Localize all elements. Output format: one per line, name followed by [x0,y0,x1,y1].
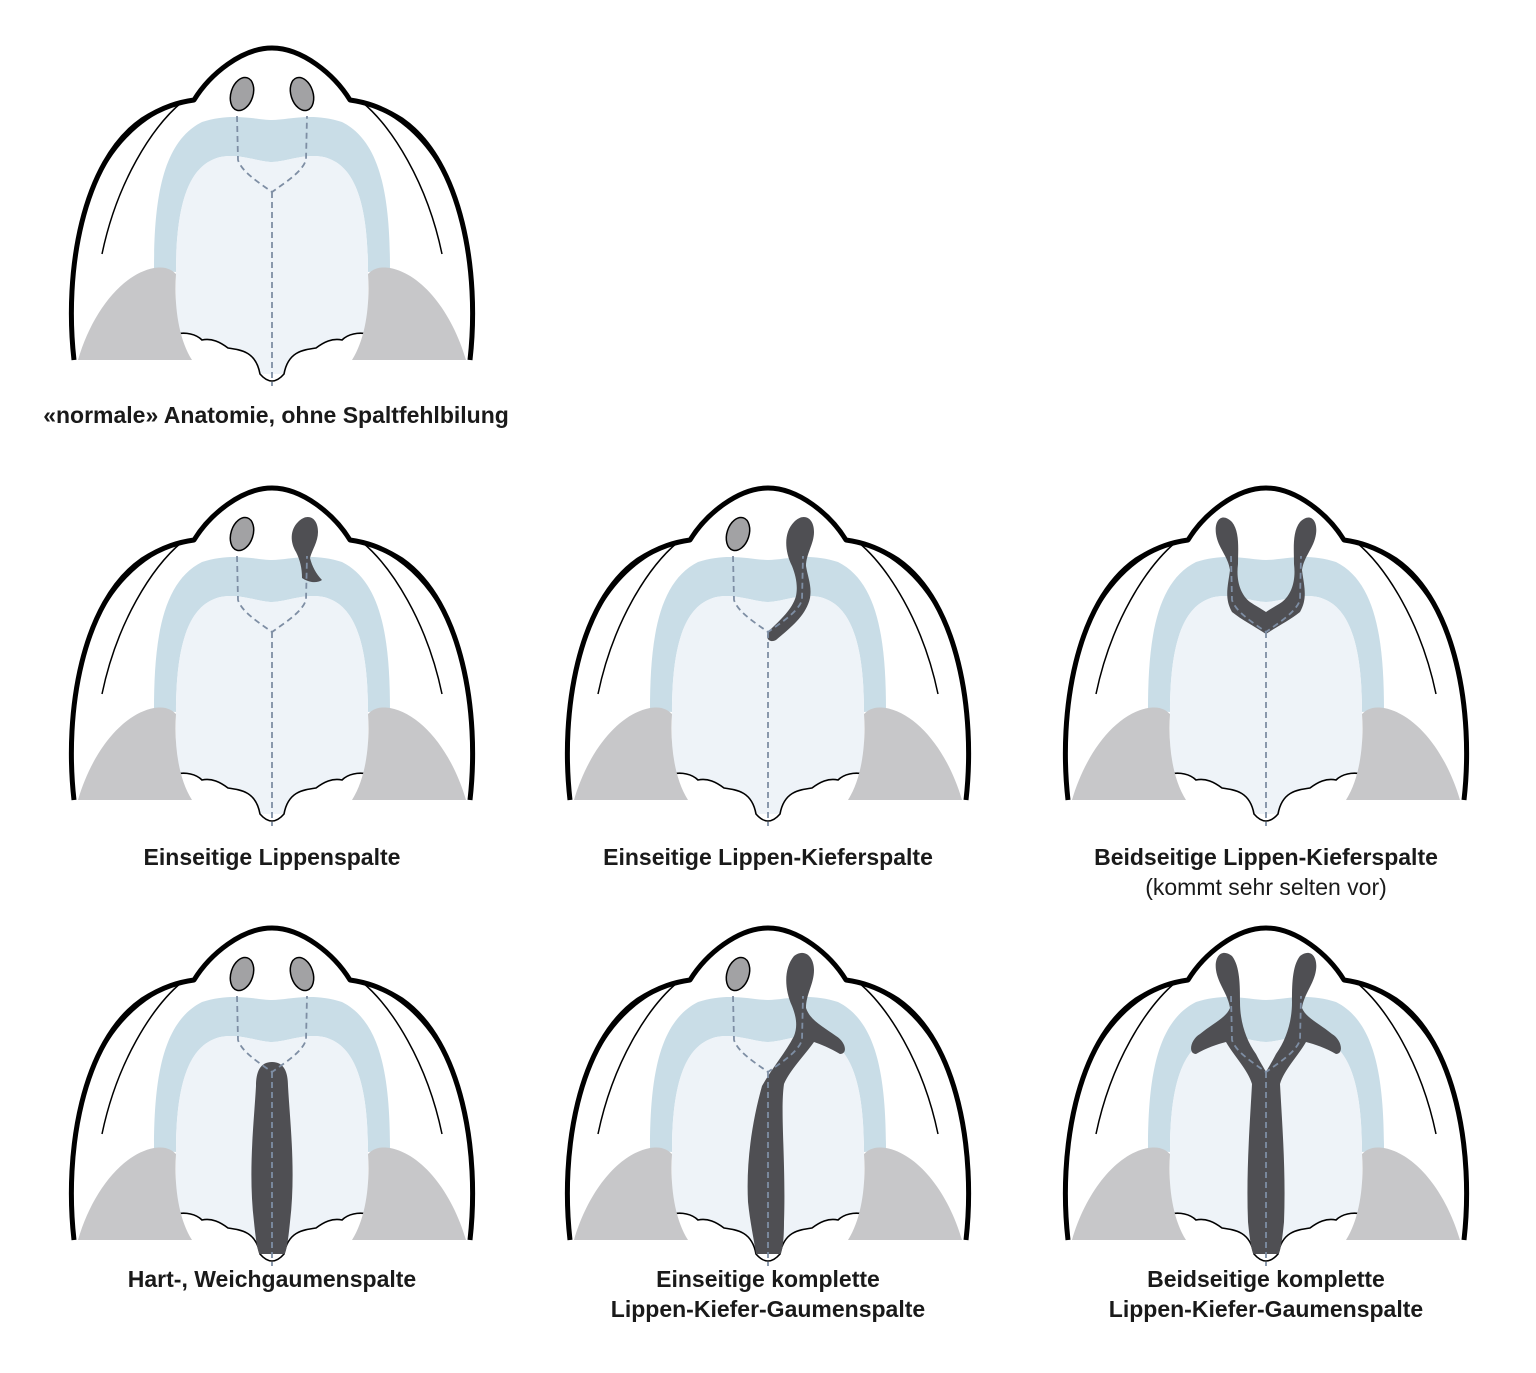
alveolar-ridge [1148,556,1384,712]
cheek-right [1346,1147,1460,1240]
caption-hard-soft-palate-cleft: Hart-, Weichgaumenspalte [12,1264,532,1294]
alveolar-ridge [650,556,886,712]
panel-bilateral-lip-jaw-cleft [1062,485,1470,826]
face-outline [68,45,476,361]
suture-line [236,995,308,1266]
panel-unilateral-lip-jaw-cleft [564,485,972,826]
soft-palate-edge [175,332,369,382]
caption-line-1: Beidseitige Lippen-Kieferspalte [1094,844,1438,870]
suture-line [236,555,308,826]
caption-bilateral-complete-cleft: Beidseitige komplette Lippen-Kiefer-Gaum… [1006,1264,1526,1324]
nostril-left [725,516,751,552]
caption-line-1: Einseitige Lippen-Kieferspalte [603,844,933,870]
suture-line [1230,995,1302,1266]
cheek-left [574,1147,688,1240]
nostril-right [289,956,315,992]
alveolar-ridge [154,996,390,1152]
cheek-right [352,267,466,360]
soft-palate-edge [671,1212,865,1262]
cheek-right [848,1147,962,1240]
suture-line [732,995,804,1266]
nostril-left [229,76,255,112]
caption-normal-anatomy: «normale» Anatomie, ohne Spaltfehlbilung [16,400,536,430]
caption-bilateral-lip-jaw-cleft: Beidseitige Lippen-Kieferspalte (kommt s… [1006,842,1526,902]
cheek-left [78,1147,192,1240]
caption-line-1: Einseitige komplette [656,1266,880,1292]
nostril-left [725,956,751,992]
face-outline [564,925,972,1241]
cleft-1 [747,952,845,1254]
caption-line-1: Beidseitige komplette [1147,1266,1385,1292]
alveolar-ridge [154,556,390,712]
cheek-right [352,707,466,800]
nostril-left [229,516,255,552]
soft-palate-edge [1169,1212,1363,1262]
caption-line-1: Hart-, Weichgaumenspalte [127,1266,417,1292]
cheek-right [1346,707,1460,800]
face-outline [1062,925,1470,1241]
alveolar-ridge [154,116,390,272]
face-outline [1062,485,1470,801]
soft-palate-edge [175,1212,369,1262]
caption-unilateral-lip-jaw-cleft: Einseitige Lippen-Kieferspalte [508,842,1028,872]
soft-palate-edge [671,772,865,822]
caption-line-1: «normale» Anatomie, ohne Spaltfehlbilung [43,402,509,428]
cleft-1 [1215,517,1317,634]
suture-line [1230,555,1302,826]
cheek-left [574,707,688,800]
soft-palate-edge [175,772,369,822]
cheek-right [848,707,962,800]
suture-line [236,115,308,386]
face-outline [68,485,476,801]
soft-palate-edge [1169,772,1363,822]
caption-line-1: Einseitige Lippenspalte [143,844,401,870]
nostril-left [229,956,255,992]
cheek-right [352,1147,466,1240]
panel-bilateral-complete-cleft [1062,925,1470,1266]
caption-note: (kommt sehr selten vor) [1145,874,1387,900]
caption-line-2: Lippen-Kiefer-Gaumenspalte [1108,1296,1424,1322]
cheek-left [78,267,192,360]
panel-unilateral-complete-cleft [564,925,972,1266]
panel-hard-soft-palate-cleft [68,925,476,1266]
caption-line-2: Lippen-Kiefer-Gaumenspalte [610,1296,926,1322]
face-outline [564,485,972,801]
caption-unilateral-complete-cleft: Einseitige komplette Lippen-Kiefer-Gaume… [508,1264,1028,1324]
cleft-1 [291,517,322,583]
cheek-left [1072,707,1186,800]
face-outline [68,925,476,1241]
panel-unilateral-lip-cleft [68,485,476,826]
cleft-1 [767,517,814,642]
cheek-left [1072,1147,1186,1240]
suture-line [732,555,804,826]
panel-normal-anatomy [68,45,476,386]
caption-unilateral-lip-cleft: Einseitige Lippenspalte [12,842,532,872]
cheek-left [78,707,192,800]
nostril-right [289,76,315,112]
